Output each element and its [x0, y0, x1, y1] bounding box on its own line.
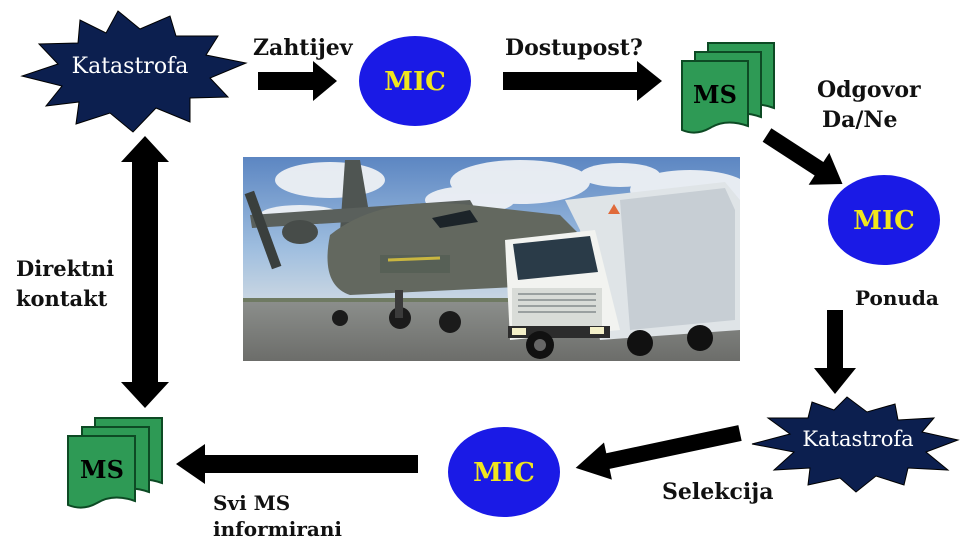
label-direct-line2: kontakt [16, 286, 108, 311]
mic-label-top: MIC [384, 67, 446, 97]
arrow-request [258, 61, 337, 101]
disaster-burst-top: Katastrofa [20, 10, 248, 133]
mic-node-top: MIC [359, 36, 471, 126]
arrow-selection [575, 425, 742, 480]
mic-label-right: MIC [853, 206, 915, 236]
label-all-informed-line1: Svi MS [213, 491, 291, 515]
label-answer-line2: Da/Ne [822, 107, 898, 133]
starburst-shape [20, 10, 248, 133]
label-offer: Ponuda [855, 286, 939, 310]
arrows [121, 61, 856, 484]
mic-node-bottom: MIC [448, 427, 560, 517]
arrow-availability [503, 61, 662, 101]
arrow-all-informed [176, 444, 418, 484]
disaster-label-top: Katastrofa [72, 54, 189, 79]
ms-stack-bottom: MS [67, 417, 163, 509]
label-all-informed-line2: informirani [213, 517, 343, 541]
label-availability: Dostupost? [505, 35, 643, 61]
disaster-label-bottom: Katastrofa [802, 427, 913, 451]
label-answer-line1: Odgovor [817, 77, 921, 103]
ms-label-bottom: MS [80, 455, 124, 484]
ms-stack-top: MS [681, 42, 775, 134]
starburst-shape [751, 396, 960, 493]
arrow-offer [814, 310, 856, 394]
arrow-answer [762, 128, 843, 185]
label-request: Zahtijev [253, 35, 353, 61]
label-direct-line1: Direktni [16, 256, 115, 281]
photo [243, 157, 740, 361]
arrow-direct-contact [121, 136, 169, 408]
truck [505, 182, 740, 359]
ms-label-top: MS [693, 80, 737, 109]
mic-node-right: MIC [828, 175, 940, 265]
disaster-burst-bottom: Katastrofa [751, 396, 960, 493]
mic-label-bottom: MIC [473, 458, 535, 488]
label-selection: Selekcija [662, 479, 774, 505]
